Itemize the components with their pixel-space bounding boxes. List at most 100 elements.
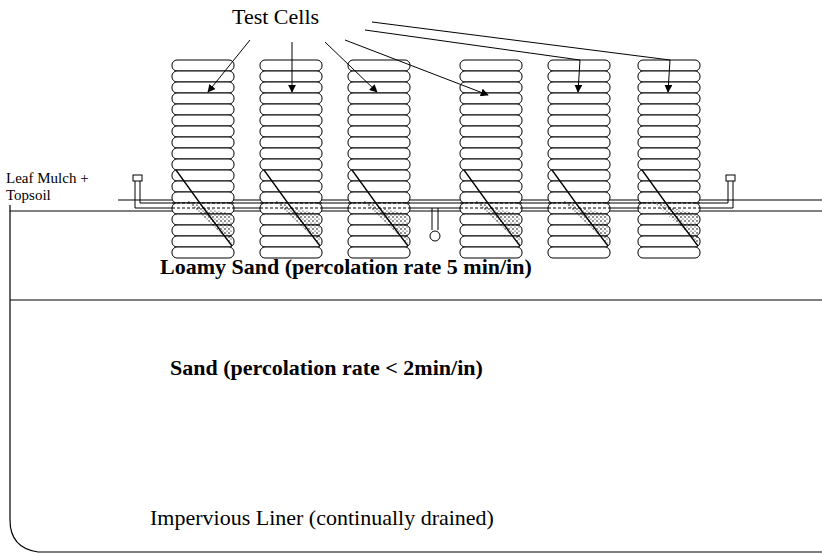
cell-corrugation: [638, 137, 700, 148]
cell-corrugation: [172, 71, 234, 82]
cell-corrugation: [260, 82, 322, 93]
title-label: Test Cells: [232, 4, 319, 29]
cell-corrugation: [348, 104, 410, 115]
cell-corrugation: [548, 181, 610, 192]
cell-corrugation: [172, 236, 234, 247]
cell-corrugation: [172, 115, 234, 126]
cell-corrugation: [348, 137, 410, 148]
cell-corrugation: [638, 93, 700, 104]
cell-corrugation: [548, 236, 610, 247]
leader-arrow: [208, 40, 250, 92]
cell-corrugation: [548, 137, 610, 148]
cell-corrugation: [460, 148, 522, 159]
cell-corrugation: [638, 170, 700, 181]
cell-drain: [348, 203, 410, 208]
cell-corrugation: [460, 137, 522, 148]
cell-corrugation: [638, 247, 700, 258]
cell-corrugation: [548, 247, 610, 258]
cell-corrugation: [548, 115, 610, 126]
cell-corrugation: [638, 236, 700, 247]
cell-corrugation: [348, 181, 410, 192]
layer-label: Leaf Mulch + Topsoil: [4, 170, 118, 205]
cell-corrugation: [460, 159, 522, 170]
drain-pipe: [140, 180, 728, 203]
cell-corrugation: [260, 137, 322, 148]
cell-corrugation: [260, 236, 322, 247]
test-cells: [172, 60, 700, 258]
riser-cap: [133, 175, 142, 181]
cell-corrugation: [260, 170, 322, 181]
cell-corrugation: [638, 192, 700, 203]
cell-corrugation: [460, 104, 522, 115]
layer-label: Sand (percolation rate < 2min/in): [170, 355, 483, 380]
cell-corrugation: [548, 104, 610, 115]
cell-corrugation: [260, 126, 322, 137]
layer-label: Loamy Sand (percolation rate 5 min/in): [160, 254, 532, 279]
cell-drain: [172, 203, 234, 208]
cell-corrugation: [460, 181, 522, 192]
leader-arrow: [345, 40, 488, 95]
cell-corrugation: [172, 82, 234, 93]
leader-arrow: [372, 22, 670, 92]
cell-drain: [638, 203, 700, 208]
cell-corrugation: [348, 192, 410, 203]
cell-corrugation: [260, 71, 322, 82]
cell-corrugation: [348, 126, 410, 137]
cell-corrugation: [172, 60, 234, 71]
cell-corrugation: [548, 170, 610, 181]
cell-drain: [460, 203, 522, 208]
cell-corrugation: [172, 104, 234, 115]
cell-corrugation: [260, 115, 322, 126]
cell-corrugation: [548, 148, 610, 159]
soil-band: Loamy Sand (percolation rate 5 min/in): [10, 212, 822, 299]
cell-corrugation: [348, 236, 410, 247]
liner-label: Impervious Liner (continually drained): [150, 505, 494, 530]
cell-corrugation: [638, 159, 700, 170]
cell-corrugation: [460, 192, 522, 203]
sampling-port: [430, 231, 440, 241]
liner-outline: [10, 200, 822, 552]
cell-corrugation: [172, 159, 234, 170]
cell-corrugation: [460, 60, 522, 71]
cell-corrugation: [460, 236, 522, 247]
cell-corrugation: [260, 192, 322, 203]
cell-corrugation: [172, 181, 234, 192]
cell-corrugation: [638, 104, 700, 115]
cell-corrugation: [460, 93, 522, 104]
cell-corrugation: [348, 115, 410, 126]
cell-corrugation: [172, 93, 234, 104]
cell-corrugation: [638, 126, 700, 137]
cell-corrugation: [348, 148, 410, 159]
cell-corrugation: [172, 192, 234, 203]
cell-corrugation: [260, 148, 322, 159]
leader-arrow: [292, 42, 293, 92]
cell-corrugation: [172, 137, 234, 148]
cell-corrugation: [172, 148, 234, 159]
cell-corrugation: [348, 82, 410, 93]
cell-corrugation: [260, 181, 322, 192]
cell-corrugation: [260, 159, 322, 170]
cell-corrugation: [172, 126, 234, 137]
cell-corrugation: [548, 126, 610, 137]
cell-drain: [548, 203, 610, 208]
riser-cap: [726, 175, 735, 181]
leader-arrow: [365, 30, 580, 92]
cell-corrugation: [638, 148, 700, 159]
cell-corrugation: [260, 60, 322, 71]
cell-corrugation: [548, 93, 610, 104]
cell-corrugation: [460, 71, 522, 82]
cell-corrugation: [638, 115, 700, 126]
cell-corrugation: [548, 192, 610, 203]
cell-corrugation: [460, 115, 522, 126]
sampling-port: [432, 208, 438, 230]
cell-corrugation: [348, 170, 410, 181]
cell-corrugation: [460, 126, 522, 137]
cell-corrugation: [548, 159, 610, 170]
cell-corrugation: [460, 170, 522, 181]
soil-band: Sand (percolation rate < 2min/in) Impervi…: [10, 301, 822, 551]
cell-corrugation: [638, 181, 700, 192]
cell-corrugation: [348, 159, 410, 170]
cell-drain: [260, 203, 322, 208]
cell-corrugation: [348, 93, 410, 104]
